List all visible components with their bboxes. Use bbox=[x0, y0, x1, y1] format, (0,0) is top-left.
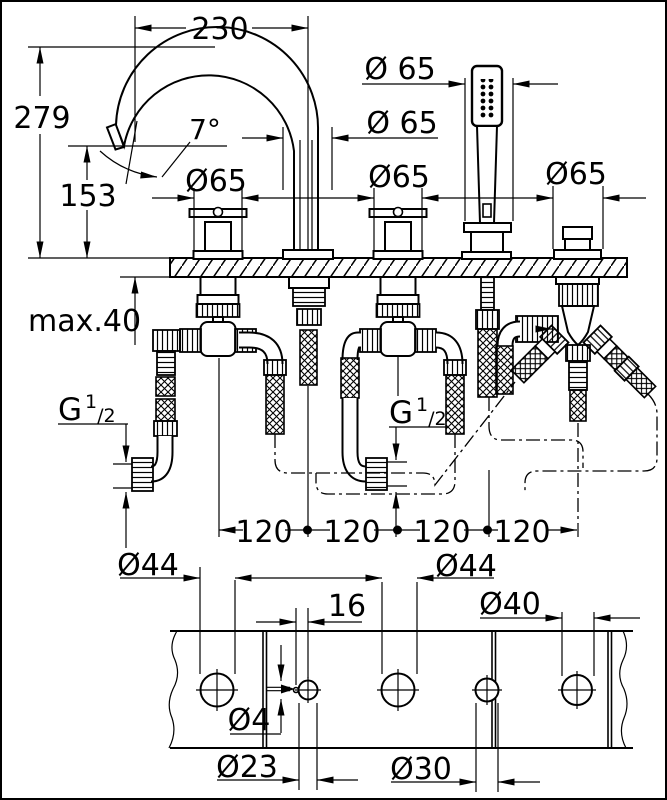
dia65-valve1-label: Ø65 bbox=[185, 164, 247, 199]
spout bbox=[105, 26, 334, 386]
dia65-shower-label: Ø 65 bbox=[364, 52, 435, 87]
dia65-spout-label: Ø 65 bbox=[366, 106, 437, 141]
dim-angle-label: 7° bbox=[189, 113, 221, 146]
dim-120-label-4: 120 bbox=[493, 515, 550, 550]
dia65-diverter-label: Ø65 bbox=[545, 157, 607, 192]
dia40-label: Ø40 bbox=[479, 587, 541, 622]
dimension-layer bbox=[28, 16, 646, 548]
mounting-deck bbox=[169, 257, 628, 278]
dim-120-label-3: 120 bbox=[413, 515, 470, 550]
drilling-template bbox=[120, 567, 640, 792]
dia44-left-label: Ø44 bbox=[117, 548, 179, 583]
dim-16-label: 16 bbox=[328, 589, 366, 624]
dim-279-label: 279 bbox=[13, 101, 70, 136]
diverter bbox=[495, 226, 657, 422]
dim-153-label: 153 bbox=[59, 179, 116, 214]
dim-120-label-2: 120 bbox=[323, 515, 380, 550]
dia65-valve2-label: Ø65 bbox=[368, 160, 430, 195]
dia23-label: Ø23 bbox=[216, 750, 278, 785]
dim-230-label: 230 bbox=[191, 12, 248, 47]
valve-right bbox=[340, 206, 467, 491]
max40-label: max.40 bbox=[28, 304, 141, 339]
spray-face bbox=[479, 79, 495, 119]
valve-left bbox=[131, 206, 287, 492]
dia30-label: Ø30 bbox=[390, 752, 452, 787]
hand-shower bbox=[461, 64, 512, 398]
dim-120-label-1: 120 bbox=[235, 515, 292, 550]
dia44-right-label: Ø44 bbox=[435, 549, 497, 584]
phantom-hose-routing bbox=[274, 381, 658, 524]
dia4-label: Ø4 bbox=[228, 703, 271, 738]
